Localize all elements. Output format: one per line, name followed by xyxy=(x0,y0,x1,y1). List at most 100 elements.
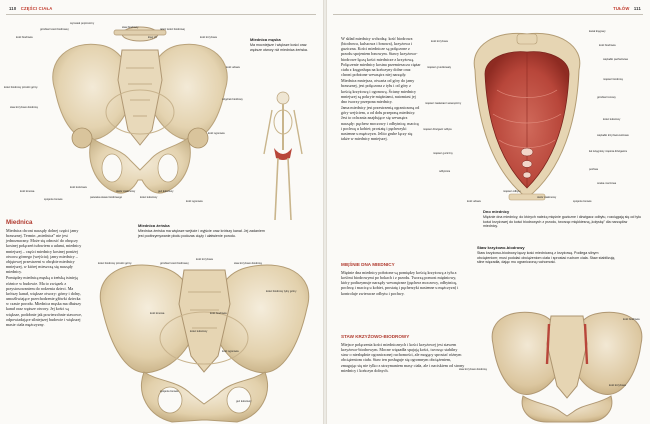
label-staw-krzyzowo-biodrowy: staw krzyżowo-biodrowy xyxy=(10,106,39,109)
female-pelvis-note-text: Miednica żeńska ma większe wejście i wyj… xyxy=(138,229,265,238)
label-f-kosc-biodrowa: kość biodrowa xyxy=(210,312,227,315)
intro-text-p2: Miednica mniejsza, otwarta od góry do ja… xyxy=(341,78,417,104)
label-m-grzebien: grzebień łonowy xyxy=(597,96,616,99)
label-j-kosc-krzyzowa: kość krzyżowa xyxy=(609,384,626,387)
male-pelvis-note: Miednica męska Ma mocniejsze i większe k… xyxy=(250,37,310,52)
male-pelvis-note-text: Ma mocniejsze i większe kości oraz węższ… xyxy=(250,43,308,52)
label-m-zaslaniacz: mięsień zasłaniacz wewnętrzny xyxy=(425,102,462,105)
label-f-kosc-lonowa: kość łonowa xyxy=(150,312,165,315)
label-talerz-kosci-biodrowej: talerz kości biodrowej xyxy=(160,28,185,31)
label-kosc-ogonowa-top: kość ogonowa xyxy=(208,132,225,135)
label-f-grzebien: grzebień kości biodrowej xyxy=(160,262,189,265)
label-kreg-l5: kręg L5 xyxy=(148,36,157,39)
right-running-head: TUŁÓW 111 xyxy=(613,6,644,11)
main-text-p2: Pomiędzy miednicą męską a żeńską istniej… xyxy=(6,275,82,327)
label-kosc-lonowa: kość łonowa xyxy=(20,190,35,193)
pelvic-floor-graphic xyxy=(473,32,581,201)
male-pelvis-graphic xyxy=(52,26,228,194)
sacroiliac-illustration xyxy=(487,304,647,424)
label-grzebien: grzebień kości biodrowej xyxy=(40,28,69,31)
label-m-kolec: kolec kulszowy xyxy=(603,118,621,121)
label-f-kolec-przedni: kolec biodrowy przedni górny xyxy=(98,262,132,265)
male-pelvis-note-title: Miednica męska xyxy=(250,37,281,42)
label-guz-kulszowy: guz kulszowy xyxy=(158,190,174,193)
skeleton-figure xyxy=(258,88,308,228)
label-otwor-zaslonowy: otwór zasłonowy xyxy=(116,190,136,193)
label-f-guz-kulszowy: guz kulszowy xyxy=(236,400,252,403)
pelvic-floor-illustration xyxy=(467,30,587,202)
label-j-staw: staw krzyżowo-biodrowy xyxy=(459,368,488,371)
left-page-number: 110 xyxy=(9,6,17,11)
left-header-rule xyxy=(6,14,316,15)
intro-text-column: W skład miednicy wchodzą: kość biodrowa … xyxy=(341,36,421,142)
main-text-column: Miednica chroni narządy dolnej części ja… xyxy=(6,228,84,328)
label-kosc-ogonowa: kość ogonowa xyxy=(186,200,203,203)
male-pelvis-illustration xyxy=(40,20,240,215)
main-text-p1: Miednica chroni narządy dolnej części ja… xyxy=(6,228,82,275)
label-f-kosc-ogonowa: kość ogonowa xyxy=(222,350,239,353)
label-kosc-biodrowa: kość biodrowa xyxy=(16,36,33,39)
label-f-kolec-tylny: kolec biodrowy tylny górny xyxy=(266,290,297,293)
label-m-kosc-biodrowa: kość biodrowa xyxy=(599,44,616,47)
label-m-guziczny: mięsień guziczny xyxy=(433,152,453,155)
heading-sacroiliac-joint: STAW KRZYŻOWO-BIODROWY xyxy=(341,334,410,339)
right-section-title: TUŁÓW xyxy=(613,6,630,11)
label-kosc-krzyzowa: kość krzyżowa xyxy=(200,36,217,39)
label-panewka: panewka stawu biodrowego xyxy=(90,196,123,199)
sacroiliac-graphic xyxy=(491,311,643,423)
left-section-title: CZĘŚCI CIAŁA xyxy=(20,6,53,11)
label-m-luk: łuk ścięgnisty mięśnia dźwigacza xyxy=(589,150,627,153)
joint-caption-title: Staw krzyżowo-biodrowy xyxy=(477,245,525,250)
sacroiliac-joint-text: Miejsce połączenia kości miednicznych i … xyxy=(341,342,465,373)
right-header-rule xyxy=(333,14,643,15)
female-pelvis-graphic xyxy=(99,264,310,423)
label-m-wiezadlo: więzadło pachwinowe xyxy=(603,58,629,61)
label-m-kosc-krzyzowa: kość krzyżowa xyxy=(431,40,448,43)
label-m-odbyt: mięsień odbytu xyxy=(503,190,521,193)
label-staw-biodrowy: staw biodrowy xyxy=(122,26,139,29)
female-pelvis-note-title: Miednica żeńska xyxy=(138,223,170,228)
label-kolec-biodrowy-przedni: kolec biodrowy przedni górny xyxy=(4,86,38,89)
label-f-kosc-krzyzowa: kość krzyżowa xyxy=(196,258,213,261)
label-m-gruszkowaty: mięsień gruszkowaty xyxy=(427,66,452,69)
skeleton-graphic xyxy=(263,91,303,221)
label-m-kosc-udowa: kość udowa xyxy=(467,200,481,203)
label-m-otwor: otwór zasłonowy xyxy=(537,196,557,199)
label-kolec-kulszowy: kolec kulszowy xyxy=(140,196,158,199)
female-pelvis-illustration xyxy=(92,248,317,424)
label-m-pochwa: pochwa xyxy=(589,168,598,171)
joint-caption: Staw krzyżowo-biodrowy Staw krzyżowo-bio… xyxy=(477,245,617,265)
label-kosc-kulszowa: kość kulszowa xyxy=(70,186,87,189)
label-m-biodrowy: mięsień biodrowy xyxy=(603,78,624,81)
label-f-kolec-kulszowy: kolec kulszowy xyxy=(190,330,208,333)
label-f-staw-krzyzowo-biodrowy: staw krzyżowo-biodrowy xyxy=(234,262,263,265)
pelvic-floor-caption-text: Mięśnie dna miednicy, do których należą … xyxy=(483,215,641,229)
label-f-spojenie: spojenie łonowe xyxy=(160,390,179,393)
left-page: 110 CZĘŚCI CIAŁA xyxy=(0,0,323,424)
right-page-number: 111 xyxy=(633,6,641,11)
pelvic-floor-caption: Dno miednicy Mięśnie dna miednicy, do kt… xyxy=(483,209,643,229)
pelvic-floor-text: Mięśnie dna miednicy położone są pomiędz… xyxy=(341,270,459,296)
heading-pelvic-floor: MIĘŚNIE DNA MIEDNICY xyxy=(341,262,395,267)
pelvic-floor-caption-title: Dno miednicy xyxy=(483,209,510,214)
section-heading-miednica: Miednica xyxy=(6,219,33,226)
label-spojenie-lonowe: spojenie łonowe xyxy=(44,198,63,201)
female-pelvis-note: Miednica żeńska Miednica żeńska ma więks… xyxy=(138,223,268,238)
label-m-spojenie: spojenie łonowe xyxy=(573,200,592,203)
right-page: TUŁÓW 111 W skład miednicy wchodzą: kość… xyxy=(327,0,650,424)
intro-text-p3: Jama miednicy jest przestrzenią ogranicz… xyxy=(341,105,420,141)
joint-caption-text: Staw krzyżowo-biodrowy łączy kość miedni… xyxy=(477,251,615,265)
label-m-odbytnica: odbytnica xyxy=(439,170,451,173)
label-m-cewka: cewka moczowa xyxy=(597,182,617,185)
label-kosc-udowa: kość udowa xyxy=(226,66,240,69)
label-m-kanal: kanał kręgowy xyxy=(589,30,606,33)
label-m-wiezadlo-kolcowe: więzadło krzyżowo-kolcowe xyxy=(597,134,629,137)
book-gutter xyxy=(323,0,327,424)
label-j-kosc-biodrowa: kość biodrowa xyxy=(623,318,640,321)
label-wyrostek-poprzeczny: wyrostek poprzeczny xyxy=(70,22,95,25)
left-running-head: 110 CZĘŚCI CIAŁA xyxy=(6,6,52,11)
label-wzgorek-biodrowy: wzgórek biodrowy xyxy=(222,98,243,101)
label-m-dzwigacz: mięsień dźwigacz odbytu xyxy=(423,128,452,131)
intro-text-p1: W skład miednicy wchodzą: kość biodrowa … xyxy=(341,36,421,78)
